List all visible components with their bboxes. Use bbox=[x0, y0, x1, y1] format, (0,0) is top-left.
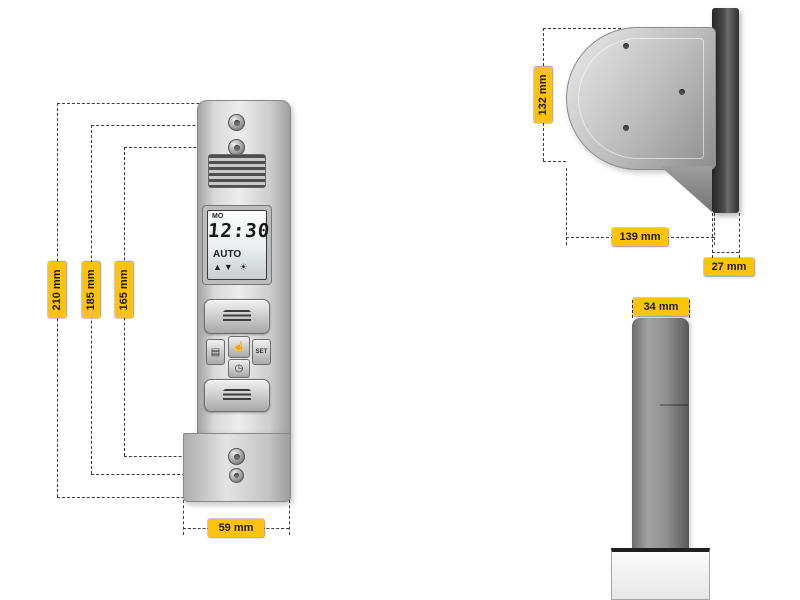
side-body-contour bbox=[578, 38, 704, 159]
belt-outlet bbox=[208, 154, 266, 188]
screw-top-outer bbox=[228, 114, 245, 131]
dim-line-34-left bbox=[632, 300, 633, 318]
narrow-view-seam bbox=[660, 404, 688, 406]
dim-line-165-top bbox=[124, 147, 236, 148]
dim-line-27-left bbox=[712, 213, 713, 258]
dim-line-27-right bbox=[739, 213, 740, 258]
dim-line-139-left bbox=[566, 168, 567, 245]
dim-line-34-right bbox=[689, 300, 690, 318]
program-button: ▤ bbox=[206, 339, 225, 365]
arrows-icon: ▲▼ bbox=[213, 262, 235, 272]
set-button-label: SET bbox=[255, 349, 268, 355]
dim-line-185-top bbox=[91, 125, 236, 126]
set-button: SET bbox=[252, 339, 271, 365]
manual-button: ☝ bbox=[228, 336, 250, 358]
lcd-mode-label: AUTO bbox=[213, 249, 242, 260]
dim-label-side-depth: 139 mm bbox=[612, 228, 668, 246]
dim-label-outer-holes: 185 mm bbox=[82, 262, 100, 318]
timer-narrow-view bbox=[632, 318, 689, 550]
lcd-symbols: ▲▼ ☀ bbox=[213, 262, 249, 273]
lcd-screen: MO 12:30 AUTO ▲▼ ☀ bbox=[207, 210, 272, 280]
dim-label-plate-depth: 27 mm bbox=[704, 258, 754, 276]
program-icon: ▤ bbox=[210, 346, 221, 358]
side-screw-hole-1 bbox=[623, 43, 629, 49]
dim-line-132-top bbox=[543, 28, 621, 29]
dim-line-210-bottom bbox=[57, 497, 289, 498]
dim-label-top-width: 34 mm bbox=[633, 298, 689, 316]
lcd-day-label: MO bbox=[212, 213, 224, 220]
dim-line-165-bottom bbox=[124, 456, 236, 457]
dim-line-185-bottom bbox=[91, 474, 236, 475]
down-button bbox=[204, 379, 270, 412]
sun-icon: ☀ bbox=[239, 262, 250, 272]
hand-icon: ☝ bbox=[232, 341, 246, 353]
dim-line-132-bottom bbox=[543, 161, 566, 162]
wall-mount-plate bbox=[712, 8, 739, 213]
side-screw-hole-3 bbox=[623, 125, 629, 131]
dim-line-59-left bbox=[183, 500, 184, 535]
side-screw-hole-2 bbox=[679, 89, 685, 95]
clock-icon: ◷ bbox=[234, 363, 244, 374]
dim-label-side-height: 132 mm bbox=[534, 67, 552, 123]
dim-line-139-right bbox=[714, 213, 715, 245]
lcd-display: MO 12:30 AUTO ▲▼ ☀ bbox=[202, 205, 272, 285]
screw-bottom-outer bbox=[229, 468, 244, 483]
up-button-grip-icon bbox=[223, 310, 251, 323]
dim-label-front-width: 59 mm bbox=[208, 519, 264, 537]
dim-line-27-horizontal bbox=[712, 252, 739, 253]
mounting-base bbox=[611, 548, 710, 600]
dim-line-210-top bbox=[57, 103, 249, 104]
timer-lower-bracket bbox=[183, 433, 291, 502]
timer-button: ◷ bbox=[228, 359, 250, 378]
dim-label-overall-height: 210 mm bbox=[48, 262, 66, 318]
up-button bbox=[204, 299, 270, 334]
down-button-grip-icon bbox=[223, 389, 251, 402]
dim-label-inner-holes: 165 mm bbox=[115, 262, 133, 318]
lcd-time: 12:30 bbox=[207, 220, 272, 242]
side-lower-bracket bbox=[660, 166, 712, 212]
screw-bottom-inner bbox=[228, 448, 245, 465]
dim-line-59-right bbox=[289, 500, 290, 535]
